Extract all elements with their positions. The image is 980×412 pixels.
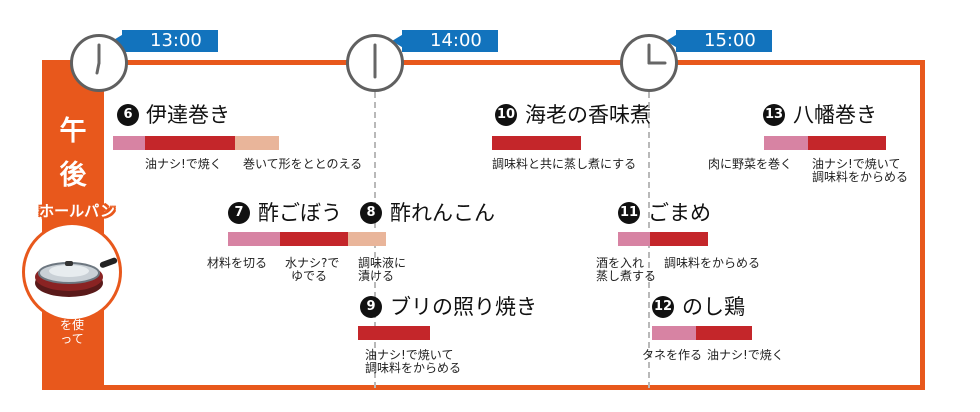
side-heading-line1: 午 [59, 116, 87, 147]
step-bar [358, 326, 430, 340]
step-bar [235, 136, 279, 150]
time-flag-1300: 13:00 [122, 30, 218, 52]
step-bar [618, 232, 650, 246]
step-note: 調味液に [358, 256, 407, 270]
step-note: 調味料をからめる [812, 170, 909, 184]
side-heading-line2: 後 [59, 160, 87, 191]
step-note: 巻いて形をととのえる [243, 157, 363, 171]
recipe-number-badge: 10 [495, 104, 517, 126]
step-bar [113, 136, 145, 150]
step-bar [280, 232, 348, 246]
clock-icon [346, 34, 404, 92]
step-note: 調味料と共に蒸し煮にする [492, 157, 637, 171]
step-note: 蒸し煮する [596, 269, 657, 283]
recipe-title: 伊達巻き [146, 103, 230, 127]
step-note: 水ナシ?で [285, 256, 340, 270]
step-bar [348, 232, 386, 246]
recipe-title: のし鶏 [682, 295, 745, 319]
recipe-number-badge: 9 [360, 296, 382, 318]
side-heading: 午 後 [42, 110, 104, 198]
recipe-number-badge: 8 [360, 202, 382, 224]
step-bar [808, 136, 886, 150]
side-footer-text: を使って [60, 318, 85, 346]
step-bar [652, 326, 696, 340]
recipe-number-badge: 6 [117, 104, 139, 126]
recipe-number-badge: 11 [618, 202, 640, 224]
step-note: 油ナシ!で焼いて [365, 348, 454, 362]
recipe-title: ブリの照り焼き [390, 295, 537, 319]
step-note: 油ナシ!で焼く [707, 348, 784, 362]
recipe-title: 八幡巻き [793, 103, 877, 127]
step-note: ゆでる [291, 269, 328, 283]
step-bar [492, 136, 581, 150]
pan-label: ホールパン [39, 202, 115, 220]
pan-badge [22, 222, 122, 322]
step-note: タネを作る [642, 348, 703, 362]
step-bar [696, 326, 752, 340]
clock-icon [620, 34, 678, 92]
time-flag-1500: 15:00 [676, 30, 772, 52]
recipe-title: 海老の香味煮 [525, 103, 651, 127]
step-note: 油ナシ!で焼いて [812, 157, 901, 171]
recipe-title: 酢ごぼう [258, 201, 342, 225]
step-note: 油ナシ!で焼く [145, 157, 222, 171]
step-note: 肉に野菜を巻く [708, 157, 793, 171]
step-note: 調味料をからめる [365, 361, 462, 375]
step-bar [228, 232, 280, 246]
recipe-title: ごまめ [648, 201, 711, 225]
time-flag-1400: 14:00 [402, 30, 498, 52]
recipe-number-badge: 13 [763, 104, 785, 126]
step-note: 漬ける [358, 269, 395, 283]
step-bar [145, 136, 235, 150]
recipe-title: 酢れんこん [390, 201, 495, 225]
clock-icon [70, 34, 128, 92]
recipe-number-badge: 7 [228, 202, 250, 224]
step-bar [764, 136, 808, 150]
step-note: 調味料をからめる [664, 256, 761, 270]
recipe-number-badge: 12 [652, 296, 674, 318]
step-bar [650, 232, 708, 246]
step-note: 酒を入れ [596, 256, 645, 270]
frying-pan-icon [35, 257, 118, 297]
step-note: 材料を切る [207, 256, 268, 270]
